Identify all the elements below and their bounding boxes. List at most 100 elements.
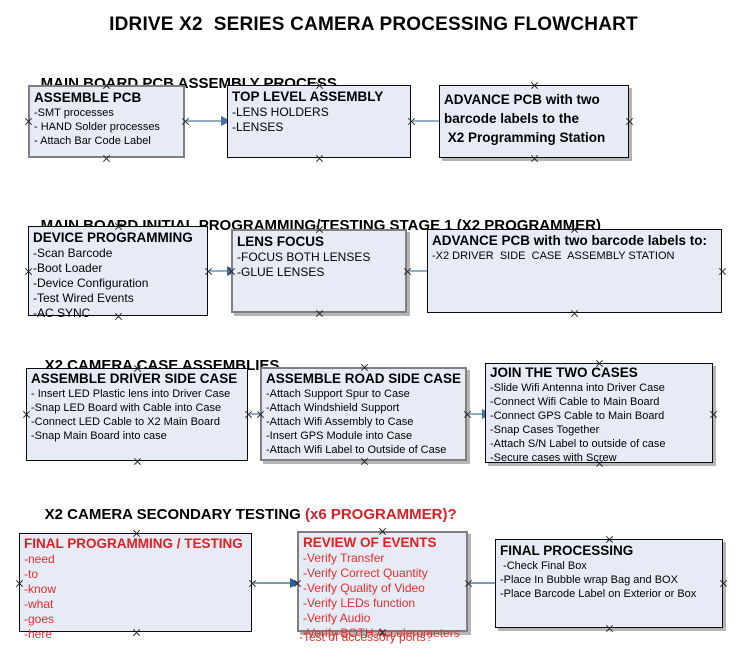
selection-handle[interactable] bbox=[204, 267, 213, 276]
selection-handle[interactable] bbox=[315, 81, 324, 90]
selection-handle[interactable] bbox=[133, 364, 142, 373]
node-overflow-line: -Test of accessory ports? bbox=[299, 630, 433, 644]
node-line: -FOCUS BOTH LENSES bbox=[237, 250, 371, 264]
node-line: -Verify Audio bbox=[303, 611, 371, 625]
node-line: -Attach Wifi Label to Outside of Case bbox=[266, 444, 447, 456]
node-line: -Place In Bubble wrap Bag and BOX bbox=[500, 574, 678, 586]
node-title: REVIEW OF EVENTS bbox=[303, 535, 437, 550]
node-title: LENS FOCUS bbox=[237, 234, 325, 249]
node-line: -Verify LEDs function bbox=[303, 596, 416, 610]
node-title: DEVICE PROGRAMMING bbox=[33, 230, 193, 245]
node-title: ASSEMBLE PCB bbox=[34, 90, 142, 105]
selection-handle[interactable] bbox=[132, 529, 141, 538]
section-heading-4-text: X2 CAMERA SECONDARY TESTING bbox=[44, 506, 305, 523]
selection-handle[interactable] bbox=[403, 267, 412, 276]
node-line: - Attach Bar Code Label bbox=[34, 135, 151, 147]
section-heading-4-accent: (x6 PROGRAMMER)? bbox=[304, 506, 457, 523]
node-line: -Boot Loader bbox=[33, 261, 103, 275]
selection-handle[interactable] bbox=[605, 535, 614, 544]
selection-handle[interactable] bbox=[15, 579, 24, 588]
node-line: -here bbox=[24, 627, 53, 641]
node-line: -Snap LED Board with Cable into Case bbox=[31, 402, 222, 414]
node-final-processing[interactable]: FINAL PROCESSING -Check Final Box -Place… bbox=[495, 539, 723, 628]
node-line: -Attach Support Spur to Case bbox=[266, 388, 410, 400]
node-top-level-assembly[interactable]: TOP LEVEL ASSEMBLY -LENS HOLDERS -LENSES bbox=[227, 85, 411, 158]
selection-handle[interactable] bbox=[24, 267, 33, 276]
selection-handle[interactable] bbox=[605, 624, 614, 633]
selection-handle[interactable] bbox=[102, 154, 111, 163]
page-title: IDRIVE X2 SERIES CAMERA PROCESSING FLOWC… bbox=[109, 14, 638, 35]
node-line: -Verify Transfer bbox=[303, 551, 385, 565]
node-line: -Attach Wifi Assembly to Case bbox=[266, 416, 414, 428]
node-line: -LENSES bbox=[232, 120, 284, 134]
selection-handle[interactable] bbox=[570, 225, 579, 234]
node-line: -Place Barcode Label on Exterior or Box bbox=[500, 588, 697, 600]
selection-handle[interactable] bbox=[315, 225, 324, 234]
selection-handle[interactable] bbox=[227, 267, 236, 276]
node-review-of-events[interactable]: REVIEW OF EVENTS -Verify Transfer -Verif… bbox=[297, 531, 468, 640]
node-title: ADVANCE PCB with two bbox=[444, 92, 600, 107]
node-line: -Connect LED Cable to X2 Main Board bbox=[31, 416, 220, 428]
selection-handle[interactable] bbox=[114, 222, 123, 231]
selection-handle[interactable] bbox=[244, 410, 253, 419]
selection-handle[interactable] bbox=[718, 267, 727, 276]
selection-handle[interactable] bbox=[315, 309, 324, 318]
selection-handle[interactable] bbox=[378, 527, 387, 536]
node-line: -Verify BOTH Accelerometers bbox=[303, 626, 460, 640]
node-advance-pcb-programming-station[interactable]: ADVANCE PCB with two barcode labels to t… bbox=[439, 85, 629, 158]
selection-handle[interactable] bbox=[530, 81, 539, 90]
node-line: -Verify Correct Quantity bbox=[303, 566, 428, 580]
selection-handle[interactable] bbox=[114, 312, 123, 321]
node-assemble-driver-side-case[interactable]: ASSEMBLE DRIVER SIDE CASE - Insert LED P… bbox=[26, 368, 248, 461]
selection-handle[interactable] bbox=[595, 459, 604, 468]
node-title: barcode labels to the bbox=[444, 111, 580, 126]
node-line: -Snap Main Board into case bbox=[31, 430, 167, 442]
selection-handle[interactable] bbox=[464, 579, 473, 588]
selection-handle[interactable] bbox=[248, 579, 257, 588]
node-line: -Connect Wifi Cable to Main Board bbox=[490, 396, 660, 408]
selection-handle[interactable] bbox=[132, 628, 141, 637]
node-assemble-pcb[interactable]: ASSEMBLE PCB -SMT processes - HAND Solde… bbox=[28, 85, 185, 158]
selection-handle[interactable] bbox=[719, 579, 728, 588]
arrow-connector bbox=[187, 116, 231, 126]
node-final-programming-testing[interactable]: FINAL PROGRAMMING / TESTING -need -to -k… bbox=[19, 533, 252, 641]
selection-handle[interactable] bbox=[407, 117, 416, 126]
selection-handle[interactable] bbox=[102, 81, 111, 90]
node-line: -Connect GPS Cable to Main Board bbox=[490, 410, 665, 422]
node-title: ADVANCE PCB with two barcode labels to: bbox=[432, 233, 708, 248]
node-line: -know bbox=[24, 582, 57, 596]
selection-handle[interactable] bbox=[256, 410, 265, 419]
node-device-programming[interactable]: DEVICE PROGRAMMING -Scan Barcode -Boot L… bbox=[28, 226, 208, 320]
selection-handle[interactable] bbox=[530, 154, 539, 163]
node-line: - HAND Solder processes bbox=[34, 121, 160, 133]
selection-handle[interactable] bbox=[360, 457, 369, 466]
selection-handle[interactable] bbox=[570, 309, 579, 318]
node-line: -Test Wired Events bbox=[33, 291, 134, 305]
selection-handle[interactable] bbox=[22, 410, 31, 419]
selection-handle[interactable] bbox=[181, 117, 190, 126]
node-line: -Insert GPS Module into Case bbox=[266, 430, 413, 442]
selection-handle[interactable] bbox=[315, 154, 324, 163]
selection-handle[interactable] bbox=[24, 117, 33, 126]
selection-handle[interactable] bbox=[625, 117, 634, 126]
node-line: -what bbox=[24, 597, 54, 611]
selection-handle[interactable] bbox=[360, 363, 369, 372]
selection-handle[interactable] bbox=[293, 579, 302, 588]
selection-handle[interactable] bbox=[463, 410, 472, 419]
node-line: -X2 DRIVER SIDE CASE ASSEMBLY STATION bbox=[432, 250, 675, 262]
node-assemble-road-side-case[interactable]: ASSEMBLE ROAD SIDE CASE -Attach Support … bbox=[260, 367, 467, 461]
selection-handle[interactable] bbox=[595, 359, 604, 368]
node-lens-focus[interactable]: LENS FOCUS -FOCUS BOTH LENSES -GLUE LENS… bbox=[231, 229, 407, 313]
node-join-the-two-cases[interactable]: JOIN THE TWO CASES -Slide Wifi Antenna i… bbox=[485, 363, 713, 464]
node-line: -SMT processes bbox=[34, 107, 114, 119]
section-heading-4: X2 CAMERA SECONDARY TESTING (x6 PROGRAMM… bbox=[28, 489, 457, 540]
node-line: -Scan Barcode bbox=[33, 246, 113, 260]
node-advance-pcb-driver-side-station[interactable]: ADVANCE PCB with two barcode labels to: … bbox=[427, 229, 722, 313]
node-line: -Attach S/N Label to outside of case bbox=[490, 438, 666, 450]
node-line: -Device Configuration bbox=[33, 276, 149, 290]
node-line: - Insert LED Plastic lens into Driver Ca… bbox=[31, 388, 231, 400]
selection-handle[interactable] bbox=[133, 457, 142, 466]
node-title: JOIN THE TWO CASES bbox=[490, 365, 638, 380]
selection-handle[interactable] bbox=[709, 410, 718, 419]
selection-handle[interactable] bbox=[378, 628, 387, 637]
